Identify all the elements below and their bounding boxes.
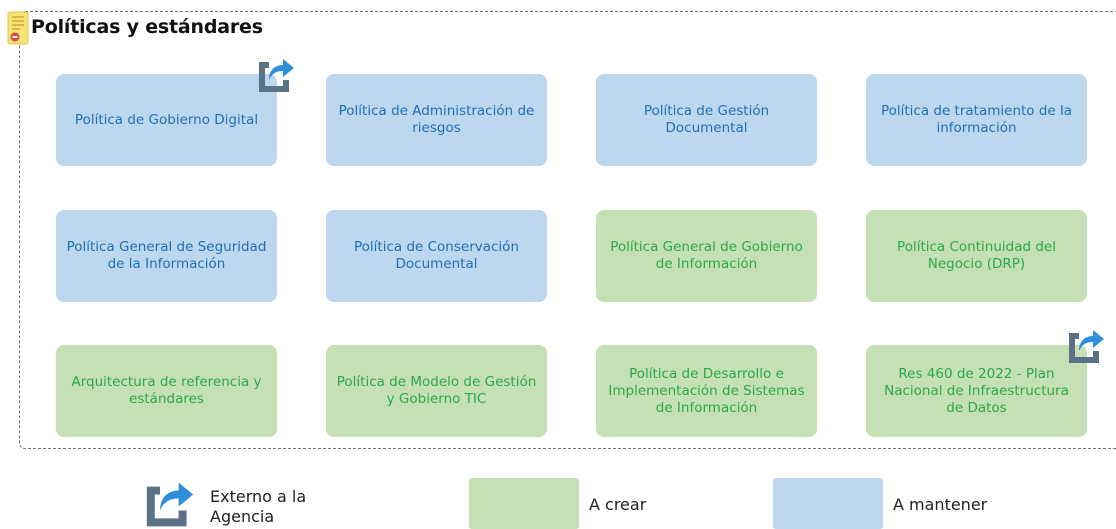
policy-card[interactable]: Arquitectura de referencia y estándares [56,345,277,437]
policy-card[interactable]: Política de Administración de riesgos [326,74,547,166]
policy-card[interactable]: Política de Conservación Documental [326,210,547,302]
policy-card[interactable]: Política General de Seguridad de la Info… [56,210,277,302]
legend-a-mantener-label: A mantener [893,495,988,514]
policy-card-label: Res 460 de 2022 - Plan Nacional de Infra… [884,365,1069,416]
policy-card-label: Política de Gobierno Digital [74,111,259,128]
policy-card[interactable]: Res 460 de 2022 - Plan Nacional de Infra… [866,345,1087,437]
policy-card-label: Arquitectura de referencia y estándares [71,374,262,407]
policy-card-label: Política de Conservación Documental [354,239,519,272]
external-share-icon [259,59,294,92]
policy-card[interactable]: Política de Gestión Documental [596,74,817,166]
policy-card[interactable]: Política de Desarrollo e Implementación … [596,345,817,437]
policy-card[interactable]: Política Continuidad del Negocio (DRP) [866,210,1087,302]
policy-card-label: Política de Desarrollo e Implementación … [608,365,805,416]
policy-card-label: Política de Gestión Documental [643,103,770,136]
policy-card[interactable]: Política General de Gobierno de Informac… [596,210,817,302]
policy-card-label: Política General de Seguridad de la Info… [66,239,267,272]
policy-card-label: Política de Modelo de Gestión y Gobierno… [336,374,537,407]
section-frame [19,11,1116,449]
policy-card[interactable]: Política de Gobierno Digital [56,74,277,166]
policy-card-label: Política Continuidad del Negocio (DRP) [897,239,1056,272]
section-title: Políticas y estándares [31,16,263,38]
document-certificate-icon [7,11,29,45]
policy-card-label: Política General de Gobierno de Informac… [610,239,803,272]
policy-card[interactable]: Política de Modelo de Gestión y Gobierno… [326,345,547,437]
policy-card-label: Política de Administración de riesgos [338,103,535,136]
external-share-icon [1069,330,1104,363]
policy-card[interactable]: Política de tratamiento de la informació… [866,74,1087,166]
policy-card-label: Política de tratamiento de la informació… [880,103,1073,136]
legend-a-crear-swatch [469,478,579,529]
legend-external-label: Externo a la Agencia [210,487,307,526]
legend-a-mantener-swatch [773,478,883,529]
legend-a-crear-label: A crear [589,495,647,514]
external-share-icon [146,482,194,527]
